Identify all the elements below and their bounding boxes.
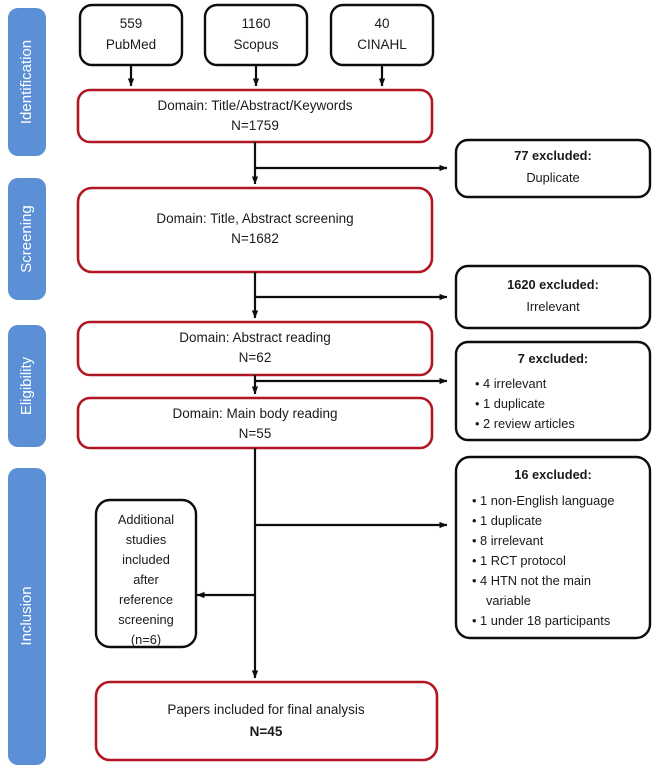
additional-studies-box: Additional studies included after refere… [94, 498, 198, 649]
exclusion-box-excluded-abstract-reading-rect [454, 340, 652, 442]
bullet-glyph-mainbody-1: • [472, 513, 480, 528]
stage-bar-identification-rect [8, 8, 46, 156]
flow-node-title-abstract-screening-line2: N=1682 [231, 231, 279, 246]
flow-node-records-identified-line1: Domain: Title/Abstract/Keywords [157, 98, 352, 113]
flow-node-main-body-reading: Domain: Main body reading N=55 [76, 396, 434, 450]
stage-bar-inclusion-rect [8, 468, 46, 765]
stage-bar-eligibility-label: Eligibility [18, 356, 35, 415]
flow-node-abstract-reading-line2: N=62 [239, 350, 272, 365]
bullet-glyph-abstract-2: • [475, 416, 483, 431]
flow-node-title-abstract-screening: Domain: Title, Abstract screening N=1682 [76, 186, 434, 274]
exclusion-box-excluded-abstract-reading-heading: 7 excluded: [518, 351, 588, 366]
flow-node-title-abstract-screening-line1: Domain: Title, Abstract screening [156, 211, 353, 226]
bullet-glyph-mainbody-4: • [472, 573, 480, 588]
bullet-glyph-abstract-0: • [475, 376, 483, 391]
bullet-glyph-mainbody-3: • [472, 553, 480, 568]
exclusion-box-excluded-irrelevant-rect [454, 264, 652, 330]
flow-node-records-identified: Domain: Title/Abstract/Keywords N=1759 [76, 88, 434, 144]
additional-studies-line-0: Additional [118, 512, 174, 527]
stage-bar-screening: Screening [8, 178, 46, 300]
additional-studies-line-2: included [122, 552, 170, 567]
exclusion-item-mainbody-4: • 4 HTN not the main [472, 573, 591, 588]
source-box-pubmed: 559 PubMed [78, 3, 184, 67]
stage-bar-screening-rect [8, 178, 46, 300]
source-box-pubmed-name: PubMed [106, 37, 156, 52]
exclusion-box-excluded-abstract-reading: 7 excluded: • 4 irrelevant • 1 duplicate… [454, 340, 652, 442]
exclusion-box-excluded-duplicate: 77 excluded: Duplicate [454, 138, 652, 199]
exclusion-box-excluded-duplicate-rect [454, 138, 652, 199]
final-analysis-line1: Papers included for final analysis [167, 702, 365, 717]
stage-bar-screening-label: Screening [18, 205, 35, 273]
additional-studies-line-4: reference [119, 592, 173, 607]
source-box-scopus-name: Scopus [233, 37, 278, 52]
exclusion-box-excluded-irrelevant: 1620 excluded: Irrelevant [454, 264, 652, 330]
bullet-glyph-abstract-1: • [475, 396, 483, 411]
exclusion-box-excluded-duplicate-heading: 77 excluded: [514, 148, 592, 163]
exclusion-item-mainbody-5: variable [486, 593, 531, 608]
stage-bar-identification: Identification [8, 8, 46, 156]
bullet-glyph-mainbody-2: • [472, 533, 480, 548]
source-box-cinahl: 40 CINAHL [329, 3, 435, 67]
exclusion-box-excluded-main-body-rect [454, 455, 652, 640]
exclusion-box-excluded-main-body: 16 excluded: • 1 non-English language • … [454, 455, 652, 640]
flow-node-main-body-reading-line1: Domain: Main body reading [172, 406, 337, 421]
exclusion-box-excluded-main-body-heading: 16 excluded: [514, 467, 592, 482]
stage-bar-inclusion: Inclusion [8, 468, 46, 765]
exclusion-box-excluded-irrelevant-heading: 1620 excluded: [507, 277, 599, 292]
additional-studies-line-3: after [133, 572, 159, 587]
additional-studies-box-rect [94, 498, 198, 649]
stage-bar-inclusion-label: Inclusion [18, 586, 35, 645]
flow-node-title-abstract-screening-rect [76, 186, 434, 274]
exclusion-item-mainbody-0: • 1 non-English language [472, 493, 615, 508]
source-box-cinahl-rect [329, 3, 435, 67]
bullet-glyph-mainbody-0: • [472, 493, 480, 508]
exclusion-item-mainbody-2: • 8 irrelevant [472, 533, 544, 548]
flow-node-abstract-reading: Domain: Abstract reading N=62 [76, 320, 434, 377]
flow-node-records-identified-line2: N=1759 [231, 118, 279, 133]
exclusion-item-mainbody-3: • 1 RCT protocol [472, 553, 566, 568]
exclusion-box-excluded-irrelevant-subtitle: Irrelevant [526, 299, 580, 314]
stage-bar-eligibility: Eligibility [8, 325, 46, 447]
bullet-glyph-mainbody-6: • [472, 613, 480, 628]
source-box-cinahl-count: 40 [374, 16, 389, 31]
flow-node-main-body-reading-line2: N=55 [239, 426, 272, 441]
additional-studies-line-5: screening [118, 612, 174, 627]
exclusion-item-abstract-1: • 1 duplicate [475, 396, 545, 411]
source-box-scopus-count: 1160 [241, 16, 270, 31]
exclusion-box-excluded-duplicate-subtitle: Duplicate [526, 170, 579, 185]
exclusion-item-abstract-2: • 2 review articles [475, 416, 575, 431]
source-box-scopus: 1160 Scopus [203, 3, 309, 67]
exclusion-item-mainbody-6: • 1 under 18 participants [472, 613, 610, 628]
stage-bar-identification-label: Identification [18, 40, 35, 124]
flow-node-abstract-reading-line1: Domain: Abstract reading [179, 330, 331, 345]
source-box-scopus-rect [203, 3, 309, 67]
additional-studies-line-1: studies [126, 532, 167, 547]
source-box-pubmed-count: 559 [120, 16, 143, 31]
exclusion-item-abstract-0: • 4 irrelevant [475, 376, 547, 391]
exclusion-item-mainbody-1: • 1 duplicate [472, 513, 542, 528]
final-analysis-line2: N=45 [250, 724, 283, 739]
final-analysis-box-rect [94, 680, 439, 762]
source-box-cinahl-name: CINAHL [357, 37, 407, 52]
stage-bar-eligibility-rect [8, 325, 46, 447]
additional-studies-line-6: (n=6) [131, 632, 161, 647]
final-analysis-box: Papers included for final analysis N=45 [94, 680, 439, 762]
source-box-pubmed-rect [78, 3, 184, 67]
